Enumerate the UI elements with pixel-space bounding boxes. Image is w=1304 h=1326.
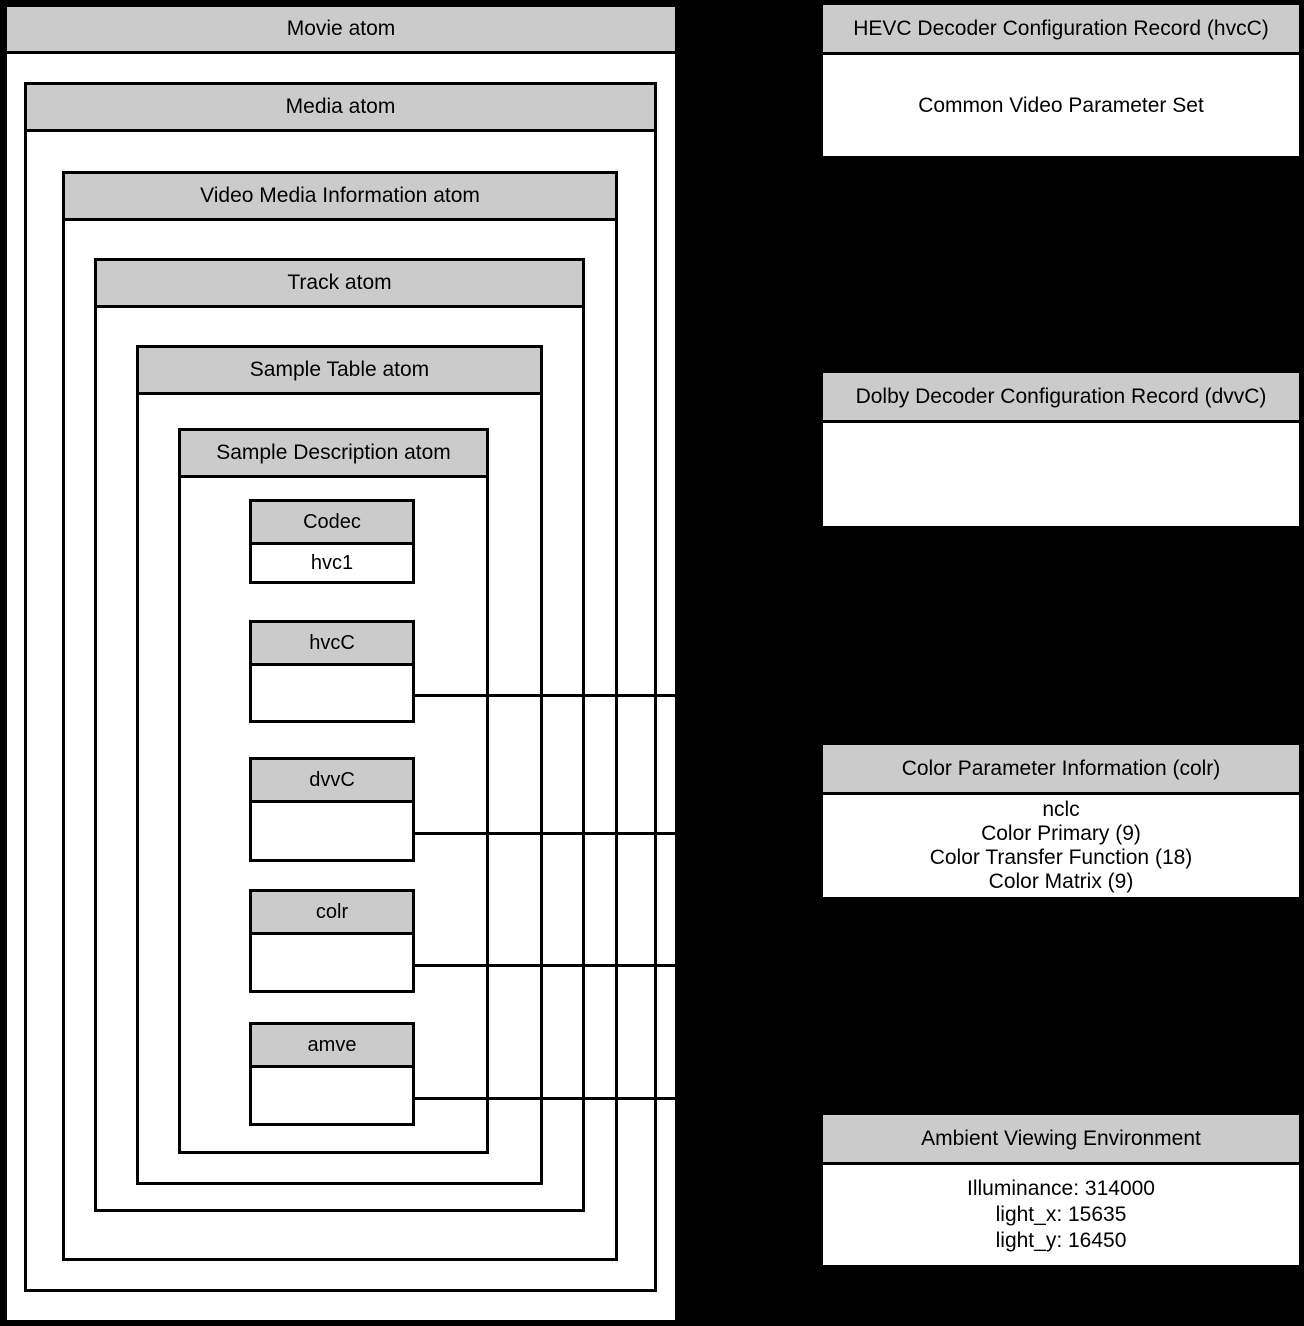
amve-connector-line: [415, 1097, 678, 1100]
hvcc-entry-value: [252, 666, 412, 720]
dolby-record-body: [823, 423, 1299, 526]
dvvc-connector-line: [415, 832, 678, 835]
ave-record-header: Ambient Viewing Environment: [823, 1115, 1299, 1165]
ave-record-body: Illuminance: 314000 light_x: 15635 light…: [823, 1165, 1299, 1254]
dvvc-entry-box: dvvC: [249, 757, 415, 862]
hvcc-entry-label: hvcC: [309, 631, 355, 654]
track-atom-header: Track atom: [97, 261, 582, 308]
codec-entry-value: hvc1: [252, 545, 412, 581]
colr-record-line: nclc: [1042, 798, 1080, 821]
movie-atom-label: Movie atom: [286, 17, 396, 40]
colr-record-body: nclc Color Primary (9) Color Transfer Fu…: [823, 795, 1299, 894]
hvcc-entry-box: hvcC: [249, 620, 415, 723]
amve-entry-value: [252, 1068, 412, 1123]
colr-record-line: Color Primary (9): [981, 822, 1141, 845]
sample-description-atom-header: Sample Description atom: [181, 431, 486, 478]
dolby-record-header: Dolby Decoder Configuration Record (dvvC…: [823, 373, 1299, 423]
colr-entry-header: colr: [252, 892, 412, 935]
hvcc-entry-header: hvcC: [252, 623, 412, 666]
codec-entry-header: Codec: [252, 502, 412, 545]
hvcc-connector-line: [415, 694, 678, 697]
amve-entry-box: amve: [249, 1022, 415, 1126]
hevc-decoder-configuration-record-box: HEVC Decoder Configuration Record (hvcC)…: [820, 2, 1302, 159]
colr-entry-value: [252, 935, 412, 990]
codec-entry-label: Codec: [303, 510, 361, 533]
colr-entry-box: colr: [249, 889, 415, 993]
colr-record-line: Color Transfer Function (18): [929, 846, 1193, 869]
movie-atom-header: Movie atom: [7, 7, 675, 54]
dolby-decoder-configuration-record-box: Dolby Decoder Configuration Record (dvvC…: [820, 370, 1302, 529]
colr-connector-line: [415, 964, 678, 967]
colr-entry-label: colr: [315, 900, 349, 923]
sample-table-atom-label: Sample Table atom: [249, 358, 430, 381]
color-parameter-information-record-box: Color Parameter Information (colr) nclc …: [820, 742, 1302, 900]
colr-record-header: Color Parameter Information (colr): [823, 745, 1299, 795]
ave-record-line: light_y: 16450: [995, 1229, 1127, 1252]
video-media-information-atom-header: Video Media Information atom: [65, 174, 615, 221]
dolby-record-title: Dolby Decoder Configuration Record (dvvC…: [855, 384, 1267, 408]
ave-record-line: light_x: 15635: [995, 1203, 1127, 1226]
amve-entry-label: amve: [307, 1033, 357, 1056]
hevc-record-body: Common Video Parameter Set: [823, 55, 1299, 156]
track-atom-label: Track atom: [287, 271, 392, 294]
dvvc-entry-label: dvvC: [309, 768, 355, 791]
media-atom-label: Media atom: [285, 95, 396, 118]
ave-record-line: Illuminance: 314000: [967, 1177, 1155, 1200]
ambient-viewing-environment-record-box: Ambient Viewing Environment Illuminance:…: [820, 1112, 1302, 1268]
colr-record-title: Color Parameter Information (colr): [901, 756, 1221, 780]
media-atom-header: Media atom: [27, 85, 654, 132]
dvvc-entry-value: [252, 803, 412, 859]
hevc-record-header: HEVC Decoder Configuration Record (hvcC): [823, 5, 1299, 55]
hevc-record-title: HEVC Decoder Configuration Record (hvcC): [853, 16, 1269, 40]
codec-entry-box: Codec hvc1: [249, 499, 415, 584]
sample-description-atom-label: Sample Description atom: [216, 441, 451, 464]
dvvc-entry-header: dvvC: [252, 760, 412, 803]
ave-record-title: Ambient Viewing Environment: [921, 1126, 1201, 1150]
colr-record-line: Color Matrix (9): [988, 870, 1134, 893]
sample-table-atom-header: Sample Table atom: [139, 348, 540, 395]
hevc-record-line: Common Video Parameter Set: [918, 93, 1204, 117]
amve-entry-header: amve: [252, 1025, 412, 1068]
video-media-information-atom-label: Video Media Information atom: [200, 184, 480, 207]
